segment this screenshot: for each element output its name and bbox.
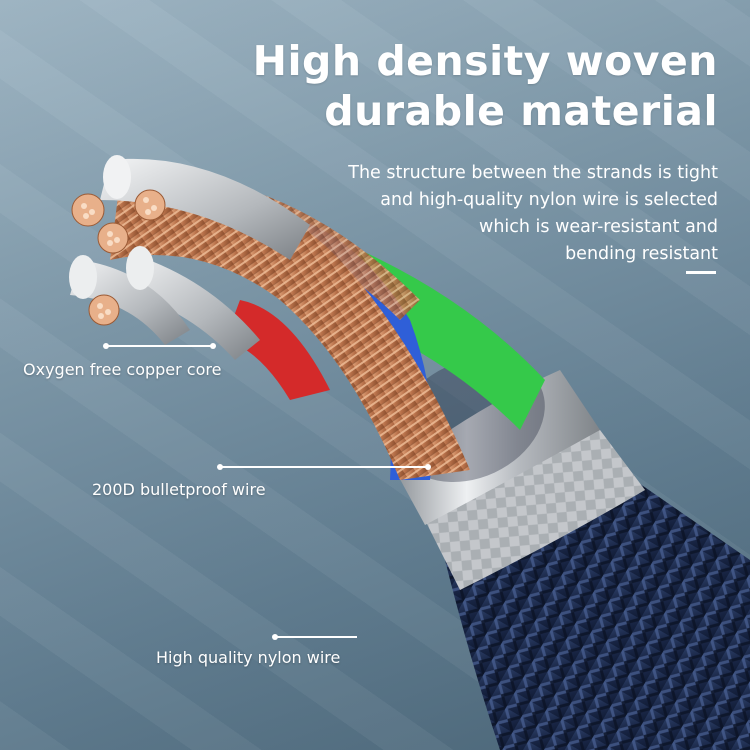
description: The structure between the strands is tig… [348, 160, 718, 268]
strand-end [103, 155, 131, 199]
silver-strand [120, 255, 260, 360]
description-line: The structure between the strands is tig… [348, 163, 718, 183]
headline-line: High density woven [252, 37, 718, 85]
headline: High density woven durable material [253, 36, 718, 136]
callout-dot-copper-end [210, 343, 216, 349]
description-line: which is wear-resistant and [479, 217, 718, 237]
callout-label-copper: Oxygen free copper core [23, 360, 222, 379]
metal-collar [395, 370, 600, 525]
callout-label-nylon: High quality nylon wire [156, 648, 341, 667]
callout-label-bulletproof: 200D bulletproof wire [92, 480, 266, 499]
description-divider [686, 271, 716, 274]
silver-strand [100, 158, 310, 260]
callout-line-nylon [275, 636, 357, 638]
copper-bundle-end [71, 189, 166, 326]
strand-end [126, 246, 154, 290]
red-wire [225, 300, 330, 400]
copper-core [110, 176, 470, 480]
description-line: bending resistant [565, 244, 718, 264]
callout-dot-bulletproof-end [425, 464, 431, 470]
description-line: and high-quality nylon wire is selected [380, 190, 718, 210]
headline-line: durable material [324, 87, 718, 135]
metal-woven-band [425, 430, 645, 590]
callout-line-copper [106, 345, 214, 347]
strand-end [69, 255, 97, 299]
callout-line-bulletproof [220, 466, 428, 468]
